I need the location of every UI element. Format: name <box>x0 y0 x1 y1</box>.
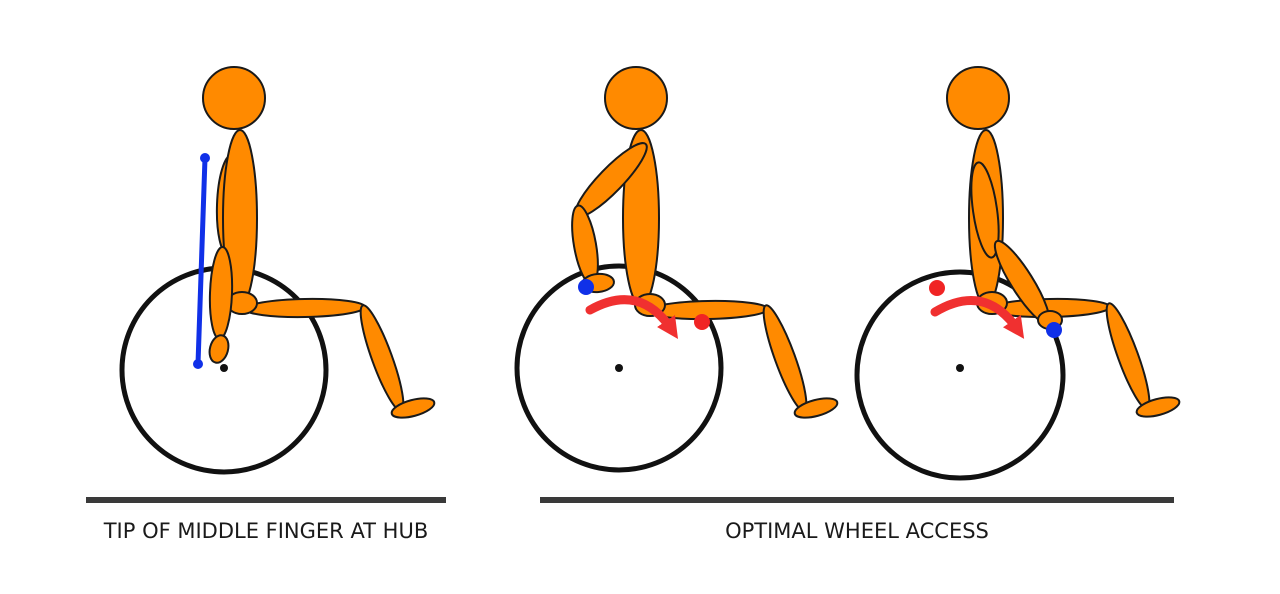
upper-arm <box>970 161 1000 259</box>
wheel-hub <box>615 364 623 372</box>
head <box>202 66 266 130</box>
ground-line-left <box>86 497 446 503</box>
foot <box>1135 396 1181 418</box>
red-arrow <box>585 295 678 339</box>
wheel <box>854 269 1066 481</box>
hand <box>208 334 230 364</box>
shin <box>1105 302 1151 410</box>
blue-plumb-line <box>195 155 208 367</box>
caption-hand-at-hub: TIP OF MIDDLE FINGER AT HUB <box>103 519 429 543</box>
wheel <box>514 263 724 473</box>
forearm <box>208 246 234 340</box>
head <box>946 66 1010 130</box>
red-dot-end <box>694 314 710 330</box>
wheel-hub <box>220 364 228 372</box>
panel-push-start <box>514 66 839 473</box>
shin <box>762 304 808 412</box>
foot <box>793 397 839 419</box>
ground-line-right <box>540 497 1174 503</box>
foot <box>390 397 436 419</box>
blue-marker-top <box>200 153 210 163</box>
thigh <box>244 297 366 319</box>
wheel-hub <box>956 364 964 372</box>
blue-dot-end <box>1046 322 1062 338</box>
blue-dot-start <box>578 279 594 295</box>
caption-optimal-wheel-access: OPTIMAL WHEEL ACCESS <box>725 519 989 543</box>
red-arrow <box>930 296 1025 339</box>
red-dot-start <box>929 280 945 296</box>
head <box>604 66 668 130</box>
blue-marker-bottom <box>193 359 203 369</box>
shin <box>359 304 405 412</box>
panel-hand-at-hub <box>119 66 436 475</box>
panel-push-end <box>854 66 1181 481</box>
